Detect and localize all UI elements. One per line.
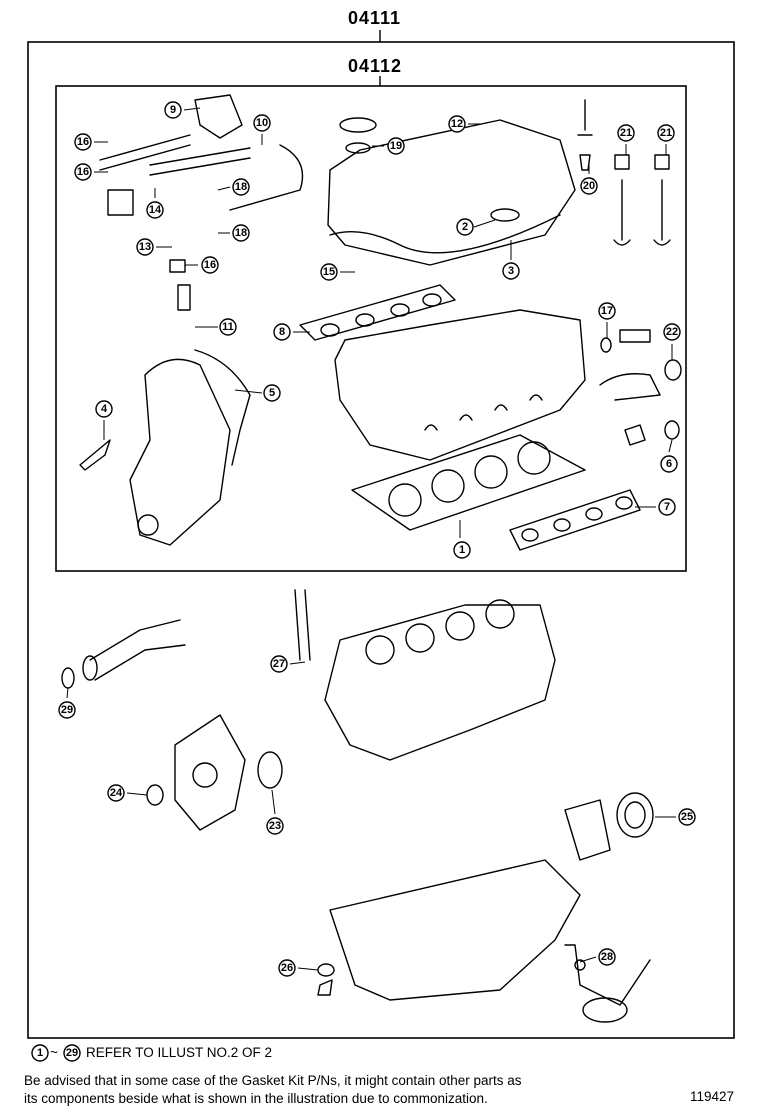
- svg-text:1: 1: [459, 544, 465, 556]
- svg-text:21: 21: [620, 127, 632, 139]
- svg-text:7: 7: [664, 501, 670, 513]
- svg-text:25: 25: [681, 811, 693, 823]
- callout-9: 9: [164, 101, 182, 119]
- svg-text:3: 3: [508, 265, 514, 277]
- range-end-marker: 29: [63, 1044, 81, 1062]
- outer-kit-label: 04111: [348, 8, 402, 28]
- svg-text:29: 29: [61, 704, 73, 716]
- leader-lines: [66, 107, 676, 971]
- callout-6: 6: [660, 455, 678, 473]
- svg-text:24: 24: [110, 787, 123, 799]
- callout-13: 13: [136, 238, 154, 256]
- callout-25: 25: [678, 808, 696, 826]
- callout-12: 12: [448, 115, 466, 133]
- svg-text:21: 21: [660, 127, 672, 139]
- svg-text:5: 5: [269, 387, 275, 399]
- svg-text:26: 26: [281, 962, 293, 974]
- svg-text:28: 28: [601, 951, 613, 963]
- callout-28: 28: [598, 948, 616, 966]
- svg-text:4: 4: [101, 403, 108, 415]
- svg-text:18: 18: [235, 227, 247, 239]
- callout-22: 22: [663, 323, 681, 341]
- svg-text:9: 9: [170, 104, 176, 116]
- callout-18: 18: [232, 224, 250, 242]
- callout-markers: 1 2 3 4 5 6 7 8 9 10 11 12 13 14 15 16 1…: [58, 101, 696, 977]
- svg-text:11: 11: [222, 321, 234, 333]
- callout-16: 16: [74, 163, 92, 181]
- callout-2: 2: [456, 218, 474, 236]
- kit-frames: [27, 30, 735, 1039]
- svg-text:16: 16: [204, 259, 216, 271]
- svg-text:23: 23: [269, 820, 281, 832]
- callout-21: 21: [657, 124, 675, 142]
- callout-29: 29: [58, 701, 76, 719]
- svg-text:15: 15: [323, 266, 335, 278]
- range-start-marker: 1: [31, 1044, 49, 1062]
- range-markers: 1 29: [31, 1044, 81, 1062]
- range-separator: ~: [50, 1045, 58, 1060]
- callout-1: 1: [453, 541, 471, 559]
- svg-text:20: 20: [583, 180, 595, 192]
- callout-3: 3: [502, 262, 520, 280]
- svg-text:1: 1: [37, 1047, 43, 1059]
- callout-26: 26: [278, 959, 296, 977]
- advisory-line-2: its components beside what is shown in t…: [24, 1091, 488, 1106]
- illustration-number: 119427: [690, 1089, 735, 1104]
- refer-note: REFER TO ILLUST NO.2 OF 2: [86, 1045, 273, 1060]
- callout-11: 11: [219, 318, 237, 336]
- callout-20: 20: [580, 177, 598, 195]
- callout-24: 24: [107, 784, 125, 802]
- svg-text:13: 13: [139, 241, 151, 253]
- svg-text:18: 18: [235, 181, 247, 193]
- svg-text:2: 2: [462, 221, 468, 233]
- svg-text:29: 29: [66, 1047, 78, 1059]
- callout-16: 16: [74, 133, 92, 151]
- svg-text:6: 6: [666, 458, 672, 470]
- callout-18: 18: [232, 178, 250, 196]
- callout-27: 27: [270, 655, 288, 673]
- callout-17: 17: [598, 302, 616, 320]
- callout-7: 7: [658, 498, 676, 516]
- part-drawings: [61, 94, 682, 1023]
- callout-23: 23: [266, 817, 284, 835]
- svg-text:17: 17: [601, 305, 613, 317]
- inner-kit-label: 04112: [348, 56, 403, 76]
- callout-16: 16: [201, 256, 219, 274]
- callout-5: 5: [263, 384, 281, 402]
- callout-10: 10: [253, 114, 271, 132]
- svg-text:22: 22: [666, 326, 678, 338]
- svg-text:8: 8: [279, 326, 285, 338]
- callout-19: 19: [387, 137, 405, 155]
- svg-text:14: 14: [149, 204, 162, 216]
- callout-15: 15: [320, 263, 338, 281]
- callout-4: 4: [95, 400, 113, 418]
- svg-text:19: 19: [390, 140, 402, 152]
- advisory-line-1: Be advised that in some case of the Gask…: [24, 1073, 522, 1088]
- svg-text:10: 10: [256, 117, 268, 129]
- svg-text:16: 16: [77, 136, 89, 148]
- svg-text:27: 27: [273, 658, 285, 670]
- svg-text:16: 16: [77, 166, 89, 178]
- svg-text:12: 12: [451, 118, 463, 130]
- callout-21: 21: [617, 124, 635, 142]
- callout-8: 8: [273, 323, 291, 341]
- callout-14: 14: [146, 201, 164, 219]
